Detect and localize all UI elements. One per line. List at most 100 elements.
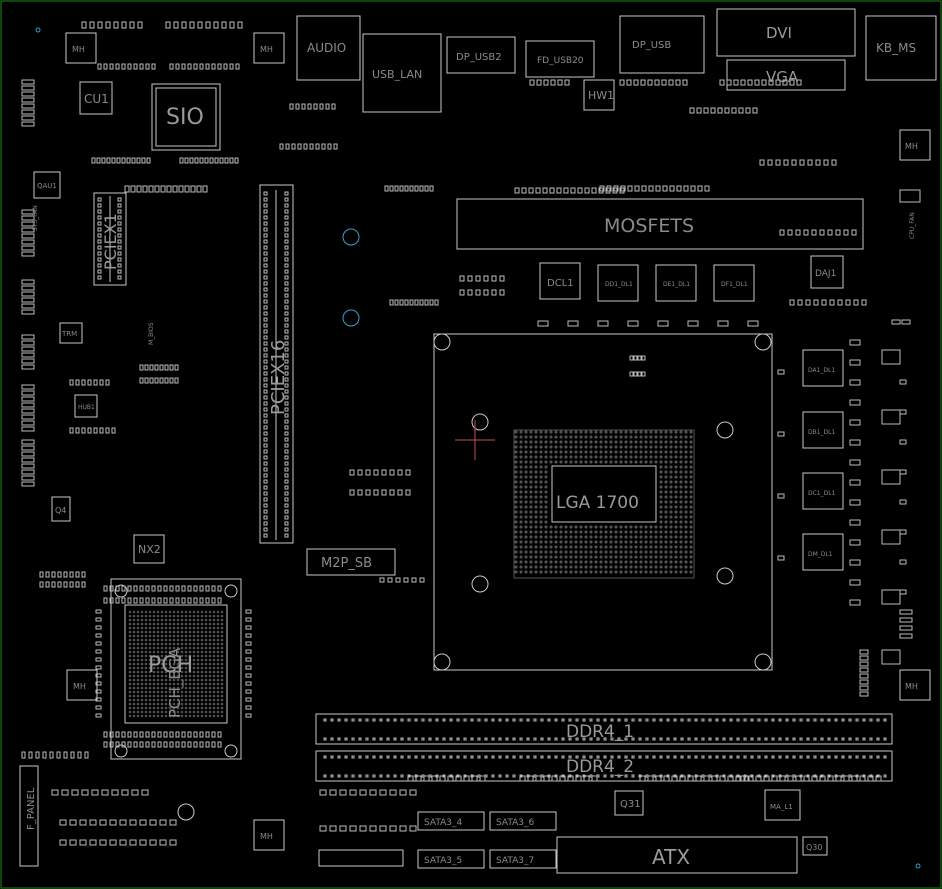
ball xyxy=(164,618,168,622)
pad xyxy=(449,718,453,722)
pad xyxy=(792,718,796,722)
ball xyxy=(534,445,538,449)
ball xyxy=(669,440,673,444)
pad xyxy=(813,299,819,306)
mh-label-2: MH xyxy=(260,45,273,54)
pad xyxy=(21,115,35,121)
ball xyxy=(156,682,160,686)
pad xyxy=(673,755,677,759)
pad xyxy=(263,443,268,448)
pad xyxy=(149,839,157,846)
ball xyxy=(659,455,663,459)
ball xyxy=(624,450,628,454)
ball xyxy=(200,622,204,626)
pad xyxy=(848,737,852,741)
pad xyxy=(859,649,869,655)
pad xyxy=(666,755,670,759)
pad xyxy=(805,299,811,306)
sata-4 xyxy=(489,849,557,869)
pad xyxy=(365,469,371,476)
ball xyxy=(589,435,593,439)
pad xyxy=(835,229,841,236)
ball xyxy=(188,630,192,634)
pad xyxy=(284,389,289,394)
pad xyxy=(768,79,774,86)
ball xyxy=(559,555,563,559)
pad xyxy=(97,239,102,244)
pad xyxy=(211,731,216,738)
sio-label: SIO xyxy=(166,105,204,130)
ball xyxy=(140,678,144,682)
pad xyxy=(169,585,174,592)
dvi-connector xyxy=(716,8,856,57)
pad xyxy=(384,185,389,192)
ball xyxy=(579,440,583,444)
ball xyxy=(172,706,176,710)
pad xyxy=(263,209,268,214)
pad xyxy=(708,718,712,722)
pad xyxy=(284,269,289,274)
pad xyxy=(764,737,768,741)
ball xyxy=(689,450,693,454)
ball xyxy=(599,435,603,439)
pad xyxy=(778,737,782,741)
ball xyxy=(584,545,588,549)
ball xyxy=(172,682,176,686)
ball xyxy=(192,626,196,630)
pad xyxy=(783,159,789,166)
ball xyxy=(212,654,216,658)
pad xyxy=(409,789,417,796)
pad xyxy=(21,426,35,432)
pad xyxy=(743,737,747,741)
pad xyxy=(263,203,268,208)
ball xyxy=(634,455,638,459)
pad xyxy=(687,737,691,741)
ball xyxy=(152,610,156,614)
pad xyxy=(859,667,869,673)
ball xyxy=(539,520,543,524)
ball xyxy=(589,550,593,554)
ball xyxy=(144,630,148,634)
ball xyxy=(614,445,618,449)
pad xyxy=(687,775,694,782)
ball xyxy=(184,670,188,674)
pad xyxy=(849,419,861,426)
pad xyxy=(747,320,759,327)
pad xyxy=(881,649,901,665)
ball xyxy=(208,658,212,662)
ball xyxy=(609,450,613,454)
ball xyxy=(579,445,583,449)
ball xyxy=(674,465,678,469)
ball xyxy=(564,455,568,459)
pad xyxy=(470,737,474,741)
ball xyxy=(559,445,563,449)
ball xyxy=(594,560,598,564)
ball xyxy=(140,634,144,638)
ball xyxy=(196,678,200,682)
pad xyxy=(449,755,453,759)
ball xyxy=(614,450,618,454)
pad xyxy=(219,157,224,164)
ball xyxy=(176,694,180,698)
ball xyxy=(539,485,543,489)
ball xyxy=(196,710,200,714)
pad xyxy=(144,377,149,384)
pad xyxy=(719,775,726,782)
pad xyxy=(596,718,600,722)
ball xyxy=(524,540,528,544)
ball xyxy=(204,702,208,706)
ball xyxy=(524,475,528,479)
ball xyxy=(168,674,172,678)
pad xyxy=(263,419,268,424)
ball xyxy=(519,530,523,534)
pad xyxy=(631,755,635,759)
pad xyxy=(284,419,289,424)
ball xyxy=(664,525,668,529)
ball xyxy=(208,614,212,618)
ball xyxy=(192,614,196,618)
pad xyxy=(184,185,190,193)
ball xyxy=(136,614,140,618)
pad xyxy=(849,359,861,366)
ball xyxy=(584,430,588,434)
pad xyxy=(599,185,605,192)
